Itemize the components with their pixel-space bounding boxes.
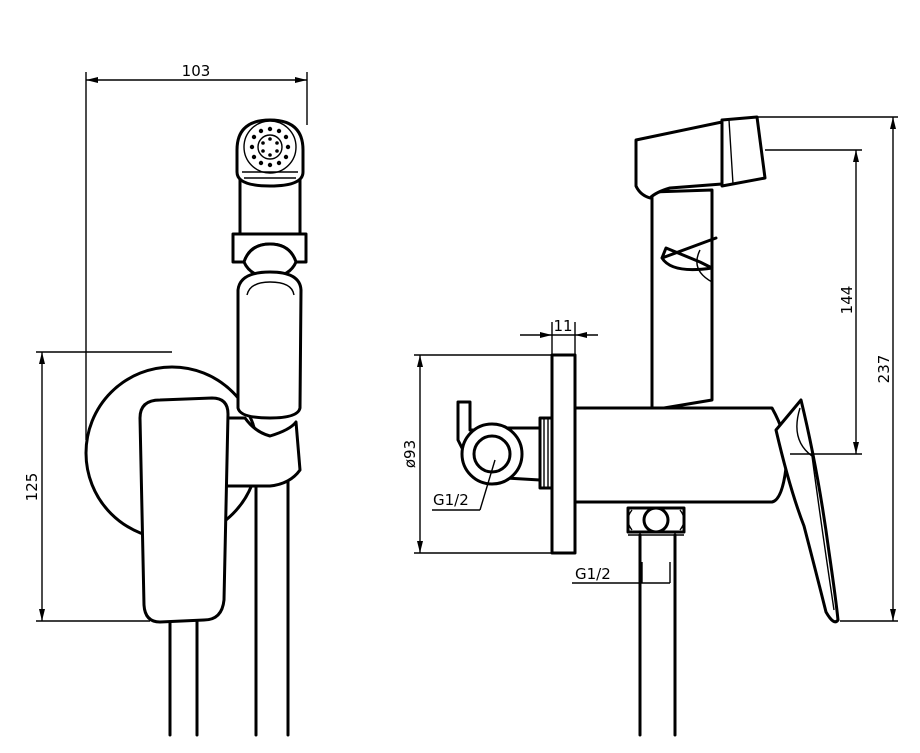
hose-side	[638, 533, 677, 737]
hose-front	[168, 476, 290, 737]
mixer-body-side	[573, 406, 789, 504]
hand-shower-head-side	[634, 120, 724, 200]
spray-nozzles	[249, 126, 291, 168]
mixer-lever	[774, 398, 840, 624]
dim-thread-outlet-label: G1/2	[575, 565, 611, 583]
dim-height-label: 125	[23, 473, 41, 502]
mixer-body-front	[138, 396, 230, 624]
dimension-lines	[36, 72, 898, 622]
side-view	[456, 115, 840, 737]
dim-diameter-label: ø93	[401, 440, 419, 468]
dim-total-height-label: 237	[875, 355, 893, 384]
wall-plate	[550, 353, 577, 555]
spray-nozzle-side	[720, 115, 767, 188]
holder-ring-inner	[472, 434, 512, 474]
dim-wall-thickness-label: 11	[553, 317, 572, 335]
dim-hand-shower-height-label: 144	[838, 286, 856, 315]
wall-thread-connector	[538, 416, 554, 490]
hand-shower-handle-side	[650, 188, 714, 412]
hand-shower-handle	[236, 270, 303, 420]
dim-thread-inlet-label: G1/2	[433, 491, 469, 509]
front-view	[84, 118, 308, 737]
holder-body	[223, 416, 302, 488]
dim-width-label: 103	[182, 62, 211, 80]
hook-clip	[660, 236, 718, 272]
dimension-labels: 103 125 11 ø93 G1/2 G1/2 144 237	[23, 62, 893, 583]
